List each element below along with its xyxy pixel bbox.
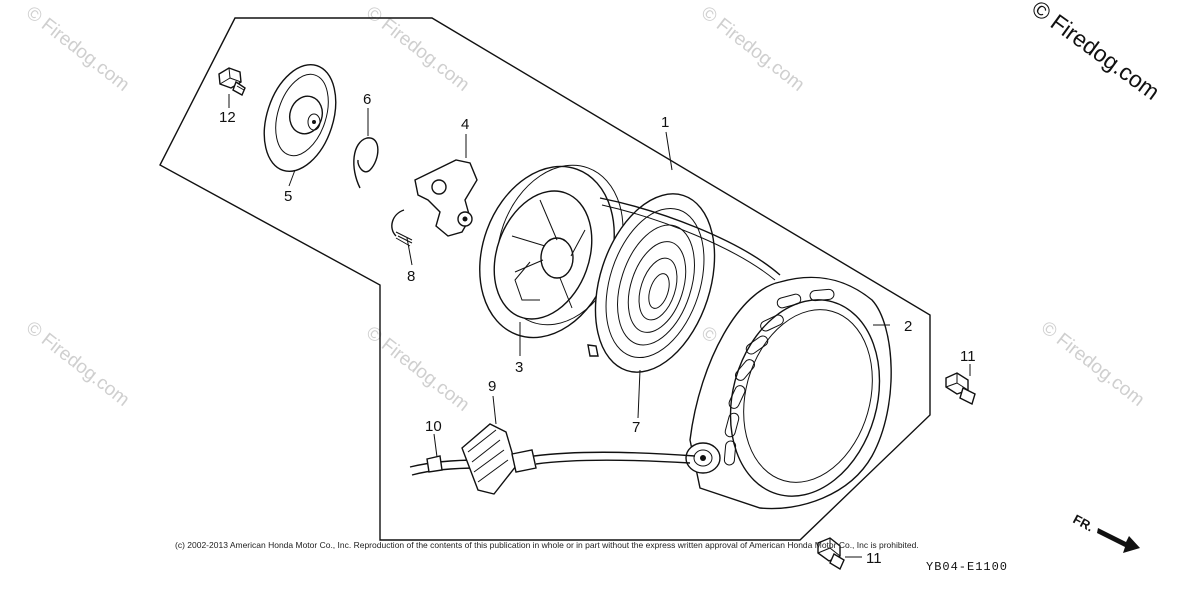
- callout-10: 10: [425, 418, 442, 435]
- brand-label: © Firedog.com: [1027, 0, 1165, 105]
- vent-slots: [723, 288, 835, 466]
- callout-8: 8: [407, 268, 415, 285]
- starter-rope: [599, 197, 781, 276]
- callout-1: 1: [661, 114, 669, 131]
- diagram-code: YB04-E1100: [926, 560, 1008, 574]
- starter-grip-9: [409, 423, 696, 495]
- starter-rope-inner: [601, 204, 776, 281]
- ratchet-4: [414, 159, 478, 237]
- clip-6: [353, 137, 379, 189]
- callout-3: 3: [515, 359, 523, 376]
- leader-lines: [228, 94, 971, 558]
- bolt-11-right: [945, 372, 976, 405]
- callout-12: 12: [219, 109, 236, 126]
- callout-9: 9: [488, 378, 496, 395]
- watermark: © Firedog.com: [1037, 317, 1148, 410]
- callout-11-bottom: 11: [866, 550, 882, 567]
- front-direction-label: FR.: [1071, 511, 1097, 534]
- bolt-12: [218, 67, 246, 96]
- bolt-11-bottom: [817, 537, 845, 571]
- callout-4: 4: [461, 116, 469, 133]
- callout-2: 2: [904, 318, 912, 335]
- starter-case-2: [685, 276, 892, 510]
- front-direction-arrow-icon: FR.: [1071, 511, 1140, 553]
- watermark: © Firedog.com: [697, 2, 808, 95]
- watermark: © Firedog.com: [362, 322, 473, 415]
- callout-7: 7: [632, 419, 640, 436]
- reel-3: [479, 164, 624, 339]
- callout-5: 5: [284, 188, 292, 205]
- spring-8: [391, 209, 413, 247]
- callout-6: 6: [363, 91, 371, 108]
- recoil-spring-7: [587, 193, 716, 373]
- callout-11-right: 11: [960, 348, 976, 365]
- assembly-outline: [159, 17, 931, 541]
- watermark: © Firedog.com: [22, 317, 133, 410]
- watermark: © Firedog.com: [362, 2, 473, 95]
- callouts: 1 2 3 4 5 6 7 8 9 10 11 11 12: [219, 91, 976, 567]
- starter-plate-5: [263, 64, 337, 172]
- copyright-notice: (c) 2002-2013 American Honda Motor Co., …: [175, 540, 919, 550]
- watermark: © Firedog.com: [22, 2, 133, 95]
